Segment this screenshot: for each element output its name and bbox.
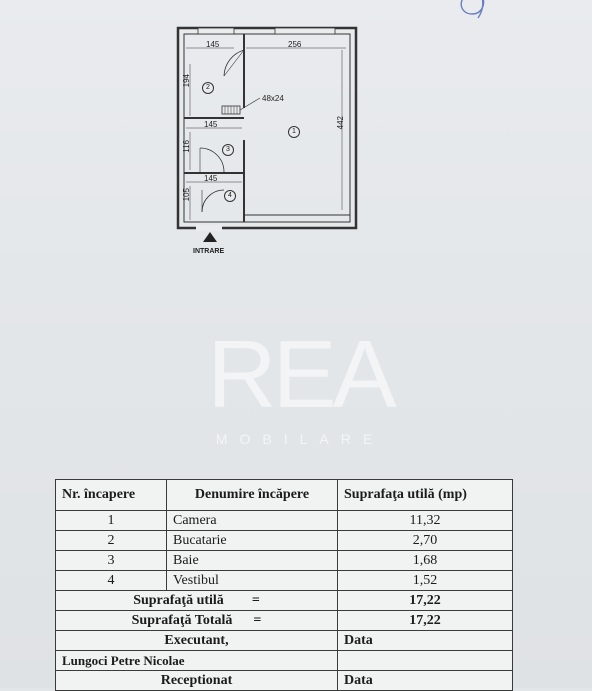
executant-date-cell <box>337 650 513 671</box>
table-row: 4 Vestibul 1,52 <box>55 570 513 591</box>
data-label: Data <box>337 630 513 651</box>
table-row: 1 Camera 11,32 <box>55 510 513 531</box>
dim-label: 48x24 <box>262 94 284 103</box>
total-area-value: 17,22 <box>337 610 513 631</box>
dim-label: 145 <box>204 174 218 183</box>
dim-label: 145 <box>206 40 220 49</box>
room-area-table: Nr. încapere Denumire încăpere Suprafaţa… <box>55 479 513 691</box>
total-area-label: Suprafaţă Totală <box>131 612 233 628</box>
room-number-2: 2 <box>202 82 214 94</box>
room-nr-cell: 2 <box>55 530 167 551</box>
floor-plan: 145 256 194 48x24 442 145 116 145 105 1 … <box>170 20 370 260</box>
column-header: Denumire încăpere <box>166 479 338 511</box>
watermark-subtitle: MOBILARE <box>215 431 385 447</box>
room-area-cell: 1,68 <box>337 550 513 571</box>
watermark: REA MOBILARE <box>175 325 425 460</box>
room-area-cell: 1,52 <box>337 570 513 591</box>
room-name-cell: Camera <box>166 510 338 531</box>
dim-label: 194 <box>182 74 191 88</box>
table-row: 2 Bucatarie 2,70 <box>55 530 513 551</box>
entrance-label: INTRARE <box>193 248 225 255</box>
table-row: 3 Baie 1,68 <box>55 550 513 571</box>
room-nr-cell: 1 <box>55 510 167 531</box>
dim-label: 105 <box>182 188 191 202</box>
room-name-cell: Bucatarie <box>166 530 338 551</box>
room-area-cell: 2,70 <box>337 530 513 551</box>
total-area-equals: = <box>253 612 262 628</box>
executant-label: Executant, <box>55 630 338 651</box>
executant-name: Lungoci Petre Nicolae <box>55 650 338 671</box>
util-area-label: Suprafaţă utilă <box>133 592 224 608</box>
dim-label: 116 <box>182 140 191 153</box>
room-name-cell: Baie <box>166 550 338 571</box>
room-number-4: 4 <box>224 190 236 202</box>
room-nr-cell: 3 <box>55 550 167 571</box>
util-area-equals: = <box>251 592 260 608</box>
dim-label: 442 <box>336 116 345 130</box>
room-area-cell: 11,32 <box>337 510 513 531</box>
watermark-logo: REA <box>207 321 396 428</box>
handwritten-page-number <box>460 0 485 19</box>
room-nr-cell: 4 <box>55 570 167 591</box>
executant-row: Executant, Data <box>55 630 513 651</box>
dim-label: 256 <box>288 40 302 49</box>
table-header-row: Nr. încapere Denumire încăpere Suprafaţa… <box>55 479 513 511</box>
room-number-3: 3 <box>222 144 234 156</box>
room-number-1: 1 <box>288 126 300 138</box>
dim-label: 145 <box>204 120 218 129</box>
util-area-row: Suprafaţă utilă = 17,22 <box>55 590 513 611</box>
total-area-label-cell: Suprafaţă Totală = <box>55 610 338 631</box>
executant-name-row: Lungoci Petre Nicolae <box>55 650 513 671</box>
util-area-label-cell: Suprafaţă utilă = <box>55 590 338 611</box>
floor-plan-drawing <box>176 26 358 242</box>
room-name-cell: Vestibul <box>166 570 338 591</box>
total-area-row: Suprafaţă Totală = 17,22 <box>55 610 513 631</box>
column-header: Nr. încapere <box>55 479 167 511</box>
util-area-value: 17,22 <box>337 590 513 611</box>
receptionat-label: Receptionat <box>55 670 338 691</box>
column-header: Suprafaţa utilă (mp) <box>337 479 513 511</box>
